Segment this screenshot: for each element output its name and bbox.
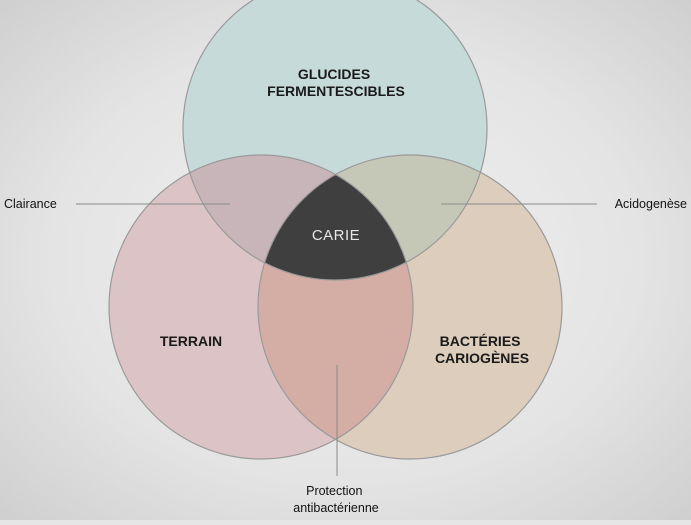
annotation-clairance: Clairance — [4, 197, 57, 211]
label-carie: CARIE — [312, 227, 360, 244]
label-terrain-line-1: TERRAIN — [160, 333, 222, 349]
label-bacteries-line-2: CARIOGÈNES — [435, 350, 529, 366]
annotation-protection: Protection antibactérienne — [293, 484, 379, 515]
outline-right — [257, 154, 563, 460]
annotation-protection-line-2: antibactérienne — [293, 501, 379, 515]
label-bacteries: BACTÉRIES CARIOGÈNES — [435, 333, 529, 366]
annotation-acidogenese: Acidogenèse — [615, 197, 687, 211]
label-glucides-line-1: GLUCIDES — [298, 66, 370, 82]
label-glucides-line-2: FERMENTESCIBLES — [267, 83, 405, 99]
label-terrain: TERRAIN — [160, 333, 222, 349]
label-bacteries-line-1: BACTÉRIES — [440, 333, 521, 349]
label-glucides: GLUCIDES FERMENTESCIBLES — [267, 66, 405, 99]
annotation-protection-line-1: Protection — [306, 484, 362, 498]
outline-left — [108, 154, 414, 460]
overlap-center — [258, 155, 413, 280]
outline-top — [182, 0, 488, 281]
